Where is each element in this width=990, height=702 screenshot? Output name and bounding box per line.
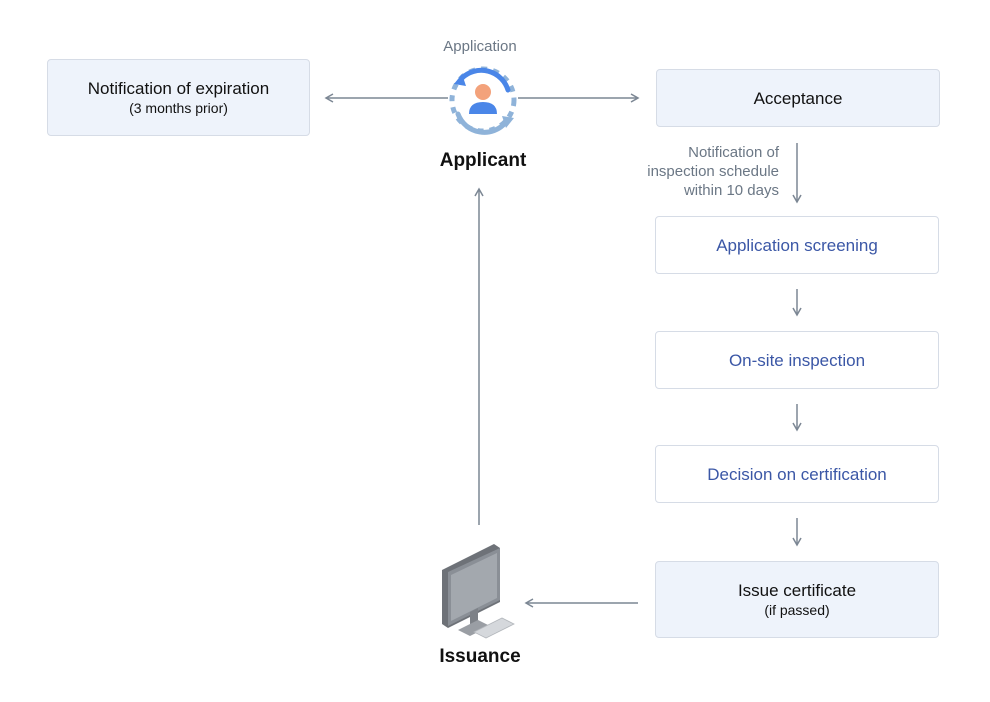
notification-box: Notification of expiration (3 months pri… xyxy=(47,59,310,136)
notification-subtitle: (3 months prior) xyxy=(129,100,228,116)
acceptance-label: Acceptance xyxy=(753,88,843,108)
onsite-inspection-box: On-site inspection xyxy=(655,331,939,389)
decision-box: Decision on certification xyxy=(655,445,939,503)
application-label: Application xyxy=(443,38,517,55)
computer-monitor-icon xyxy=(436,540,518,640)
acceptance-box: Acceptance xyxy=(656,69,940,127)
application-screening-label: Application screening xyxy=(716,235,878,255)
schedule-note-line1: Notification of xyxy=(688,144,779,161)
issue-certificate-box: Issue certificate (if passed) xyxy=(655,561,939,638)
notification-title: Notification of expiration xyxy=(87,79,270,98)
decision-label: Decision on certification xyxy=(707,464,887,484)
onsite-inspection-label: On-site inspection xyxy=(728,350,866,370)
application-screening-box: Application screening xyxy=(655,216,939,274)
schedule-note-line2: inspection schedule xyxy=(647,163,779,180)
applicant-label: Applicant xyxy=(439,150,527,171)
schedule-note-line3: within 10 days xyxy=(683,182,779,199)
issue-certificate-subtitle: (if passed) xyxy=(764,602,830,618)
issuance-label: Issuance xyxy=(439,646,521,667)
applicant-cycle-icon xyxy=(444,62,522,140)
issue-certificate-title: Issue certificate xyxy=(737,581,857,600)
schedule-note: Notification of inspection schedule with… xyxy=(600,143,779,200)
